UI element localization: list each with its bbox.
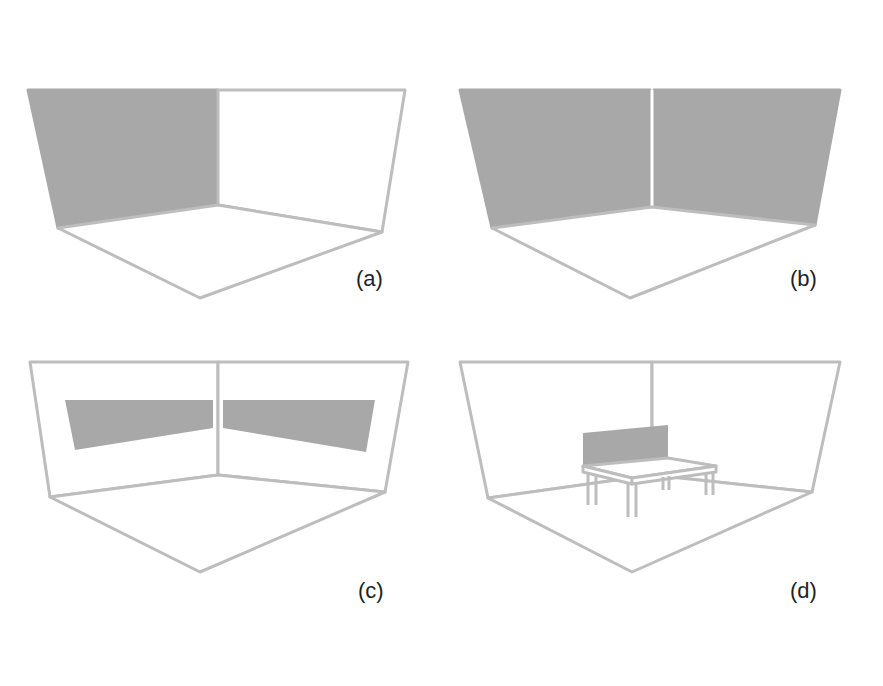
panel-label: (c) (358, 580, 384, 602)
panel-label: (b) (790, 268, 817, 290)
room-corner-a (28, 90, 405, 298)
room-corner-c (30, 362, 408, 572)
panel-label: (a) (356, 268, 383, 290)
bench (583, 425, 716, 517)
room-corner-b (460, 90, 840, 298)
panel-label: (d) (790, 580, 817, 602)
room-corner-d (460, 362, 840, 572)
